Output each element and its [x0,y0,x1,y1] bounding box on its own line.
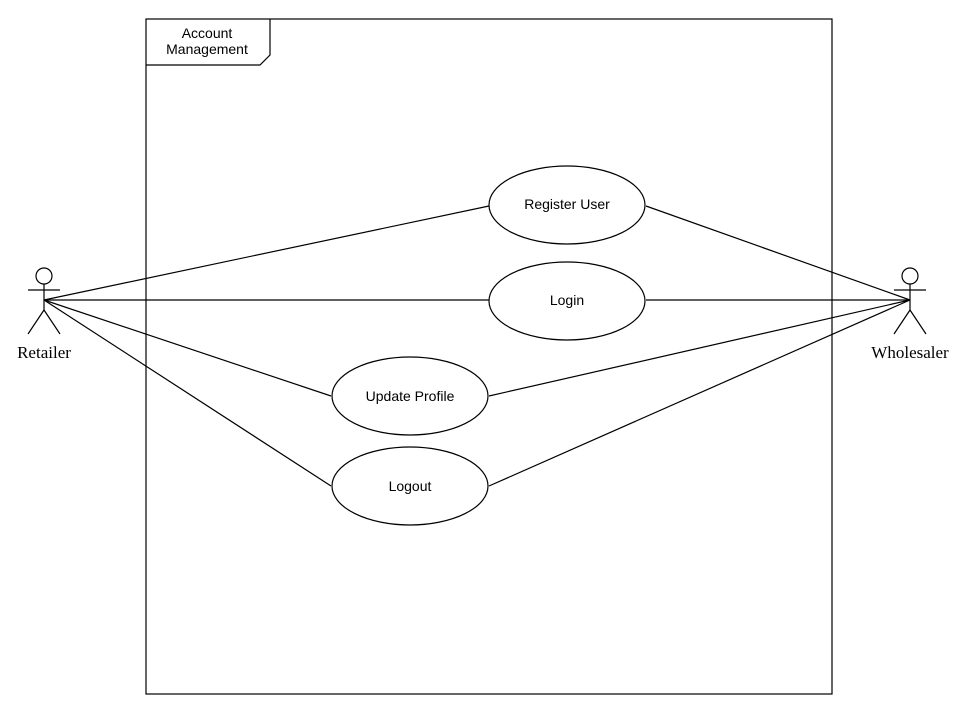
use-case-login: Login [488,261,646,341]
use-case-label: Update Profile [366,388,455,404]
associations [43,205,911,487]
stick-figure-icon [893,267,927,335]
association-wholesaler-register [645,205,911,301]
use-case-ellipse [331,356,489,436]
stick-figure-icon [27,267,61,335]
frame-label-line1: Account [182,25,233,41]
use-case-label: Logout [389,478,432,494]
frame-label-tab [146,19,271,66]
use-case-ellipse [488,261,646,341]
association-retailer-logout [43,299,332,487]
use-case-logout: Logout [331,446,489,526]
use-case-update-profile: Update Profile [331,356,489,436]
use-case-ellipse [331,446,489,526]
use-case-label: Login [550,292,584,308]
actor-retailer: Retailer [17,267,71,362]
actor-label: Retailer [17,343,71,362]
actor-label: Wholesaler [871,343,949,362]
actor-wholesaler: Wholesaler [871,267,949,362]
association-retailer-register [43,205,490,301]
system-boundary [145,18,833,695]
association-wholesaler-logout [488,299,911,487]
use-case-ellipse [488,165,646,245]
frame-label-line2: Management [166,41,248,57]
association-wholesaler-update-profile [488,299,911,397]
use-case-register-user: Register User [488,165,646,245]
association-retailer-update-profile [43,299,332,397]
use-case-label: Register User [524,196,610,212]
